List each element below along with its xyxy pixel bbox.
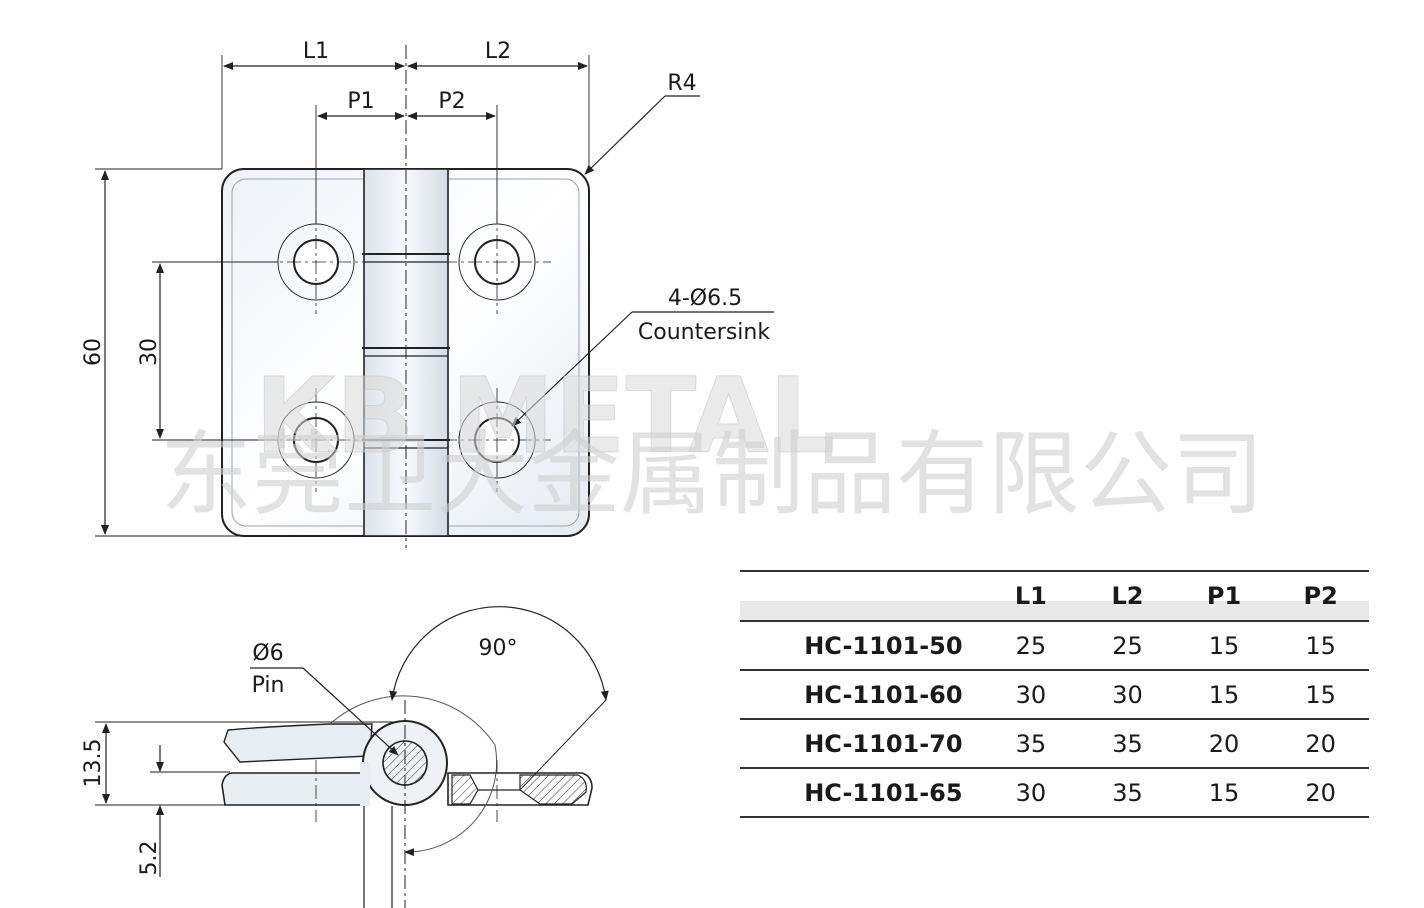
l2-cell: 35 [1079,768,1176,818]
table-header-p1: P1 [1175,570,1273,622]
l1-cell: 25 [982,621,1080,671]
p1-cell: 15 [1175,621,1273,671]
dim-p2-label: P2 [438,89,465,114]
watermark-latin: KB METAL [255,355,835,477]
l2-cell: 25 [1079,621,1176,671]
dim-height-label: 60 [81,338,106,366]
p2-cell: 15 [1272,621,1369,671]
table-header-model [740,570,983,622]
p2-cell: 20 [1272,768,1369,818]
table-row: HC-1101-70 35 35 20 20 [740,719,1369,769]
dim-thickness-label: 13.5 [81,739,106,788]
l1-cell: 35 [982,719,1080,769]
mounting-hole-bl [262,388,370,492]
watermark-chinese: 东莞卫大金属制品有限公司 [160,421,1264,528]
mounting-hole-tr [443,210,551,314]
p1-cell: 15 [1175,670,1273,720]
table-header-l2: L2 [1079,570,1176,622]
dim-radius-label: R4 [667,71,696,96]
p2-cell: 20 [1272,719,1369,769]
dim-l1-label: L1 [303,39,329,64]
dim-p1-label: P1 [347,89,374,114]
table-row: HC-1101-60 30 30 15 15 [740,670,1369,720]
table-header-row: L1 L2 P1 P2 [740,570,1369,622]
model-cell: HC-1101-60 [740,670,983,720]
pin-diameter-label: Ø6 [252,641,283,666]
mounting-hole-br [443,388,551,492]
p1-cell: 15 [1175,768,1273,818]
l1-cell: 30 [982,670,1080,720]
dim-hole-pitch-label: 30 [137,338,162,366]
side-view [95,606,609,908]
model-dimension-table: L1 L2 P1 P2 HC-1101-50 25 25 15 15 HC-11… [740,570,1369,818]
model-cell: HC-1101-70 [740,719,983,769]
dim-l2-label: L2 [485,39,511,64]
table-row: HC-1101-65 30 35 15 20 [740,768,1369,818]
hole-spec-label: 4-Ø6.5 [668,286,742,311]
dim-offset-label: 5.2 [137,841,162,876]
table-header-l1: L1 [982,570,1080,622]
hinge-open-leaf [223,723,373,763]
l2-cell: 35 [1079,719,1176,769]
angle-label: 90° [479,636,518,661]
model-cell: HC-1101-65 [740,768,983,818]
p1-cell: 20 [1175,719,1273,769]
hinge-base-left [221,772,366,806]
pin-label: Pin [252,673,285,698]
hole-countersink-label: Countersink [638,320,770,345]
top-view [95,45,774,548]
l1-cell: 30 [982,768,1080,818]
model-cell: HC-1101-50 [740,621,983,671]
p2-cell: 15 [1272,670,1369,720]
table-header-p2: P2 [1272,570,1369,622]
table-row: HC-1101-50 25 25 15 15 [740,621,1369,671]
l2-cell: 30 [1079,670,1176,720]
